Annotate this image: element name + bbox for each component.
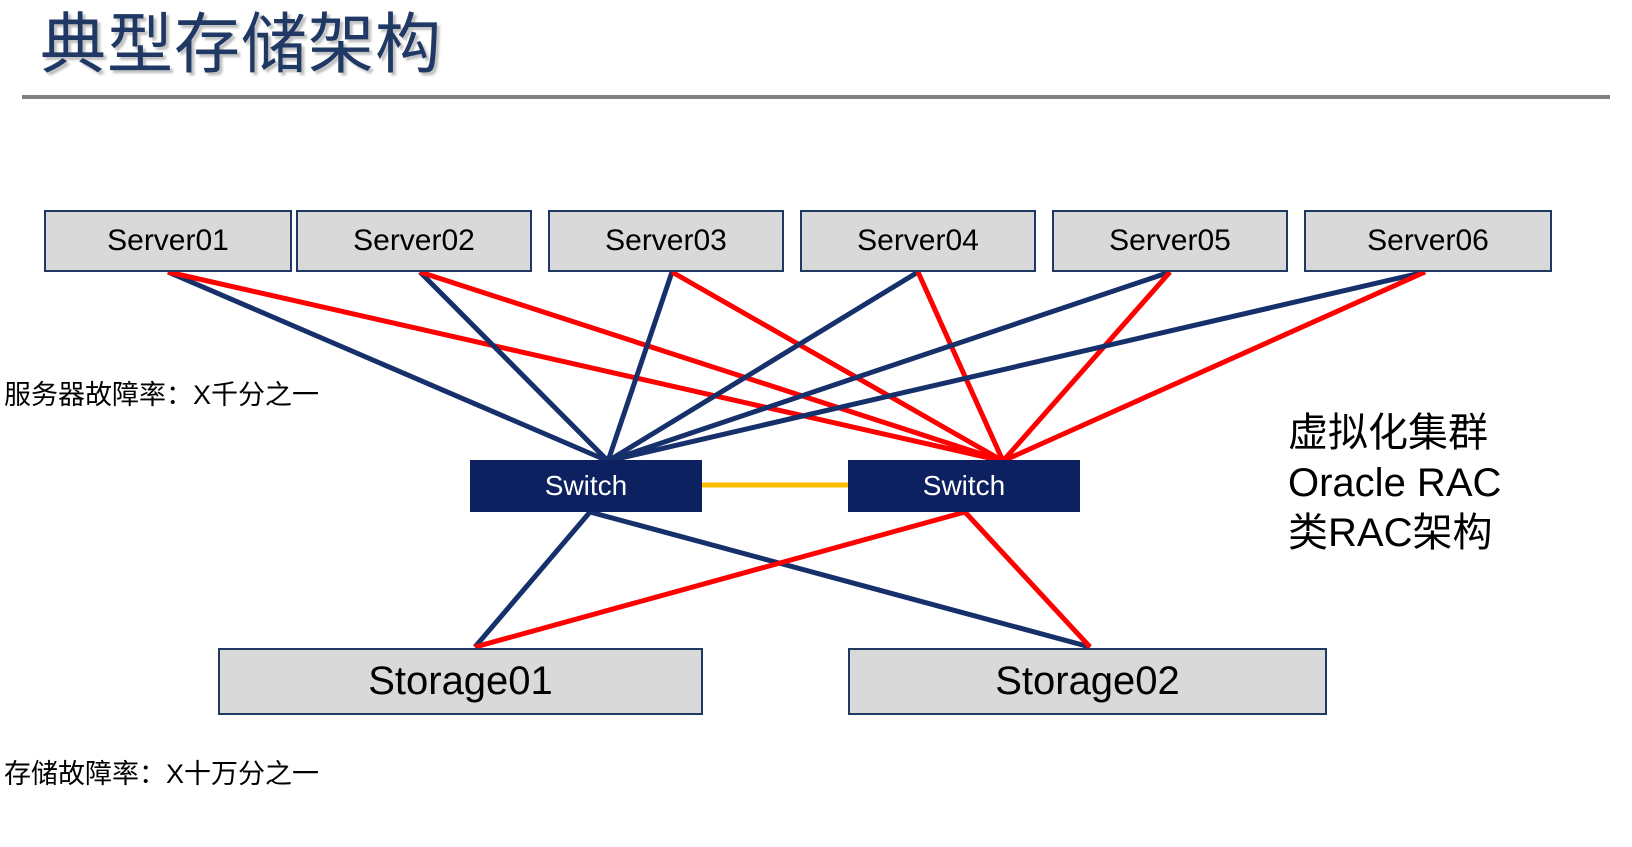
server-box-4[interactable]: Server04 [800, 210, 1036, 272]
link-switch-left-storage02 [589, 509, 1091, 650]
switch-box-label: Switch [544, 470, 628, 501]
storage-box-label: Storage02 [995, 659, 1180, 703]
switch-box-label: Switch [922, 470, 1006, 501]
link-switch-right-storage01 [474, 509, 966, 650]
link-server6-switch-left [607, 269, 1426, 464]
server-box-label: Server02 [353, 224, 475, 257]
server-switch-links [167, 269, 1427, 464]
link-server6-switch-right [1001, 269, 1427, 464]
link-server4-switch-left [606, 269, 920, 464]
switch-storage-links [473, 509, 1092, 650]
link-switch-right-storage02 [963, 510, 1092, 649]
link-server1-switch-left [167, 269, 609, 464]
link-server1-switch-right [167, 269, 1004, 464]
server-box-3[interactable]: Server03 [548, 210, 784, 272]
link-server2-switch-right [419, 269, 1004, 464]
server-box-label: Server01 [107, 224, 229, 257]
page-title: 典型存储架构 [40, 7, 442, 81]
storage-box-2[interactable]: Storage02 [848, 648, 1327, 715]
server-box-label: Server05 [1109, 224, 1231, 257]
cluster-note: 虚拟化集群 Oracle RAC 类RAC架构 [1288, 408, 1501, 558]
storage-failure-rate-label: 存储故障率：X十万分之一 [4, 759, 320, 789]
server-failure-rate-label: 服务器故障率：X千分之一 [4, 380, 320, 410]
title-divider [22, 95, 1610, 99]
storage-box-1[interactable]: Storage01 [218, 648, 703, 715]
link-server2-switch-left [418, 270, 610, 463]
link-switch-left-storage01 [473, 510, 592, 649]
cluster-note-line-3: 类RAC架构 [1288, 511, 1493, 555]
server-box-2[interactable]: Server02 [296, 210, 532, 272]
link-server5-switch-right [1001, 270, 1172, 463]
server-box-label: Server06 [1367, 224, 1489, 257]
link-server3-switch-right [670, 269, 1005, 464]
link-server5-switch-left [607, 269, 1171, 464]
link-server4-switch-right [915, 270, 1006, 463]
cluster-note-line-2: Oracle RAC [1288, 461, 1502, 505]
server-box-label: Server04 [857, 224, 979, 257]
link-server3-switch-left [605, 271, 675, 462]
switch-box-2[interactable]: Switch [848, 460, 1080, 512]
server-box-1[interactable]: Server01 [44, 210, 292, 272]
cluster-note-line-1: 虚拟化集群 [1288, 411, 1488, 455]
storage-box-label: Storage01 [368, 659, 553, 703]
server-box-5[interactable]: Server05 [1052, 210, 1288, 272]
switch-box-1[interactable]: Switch [470, 460, 702, 512]
server-box-label: Server03 [605, 224, 727, 257]
server-box-6[interactable]: Server06 [1304, 210, 1552, 272]
